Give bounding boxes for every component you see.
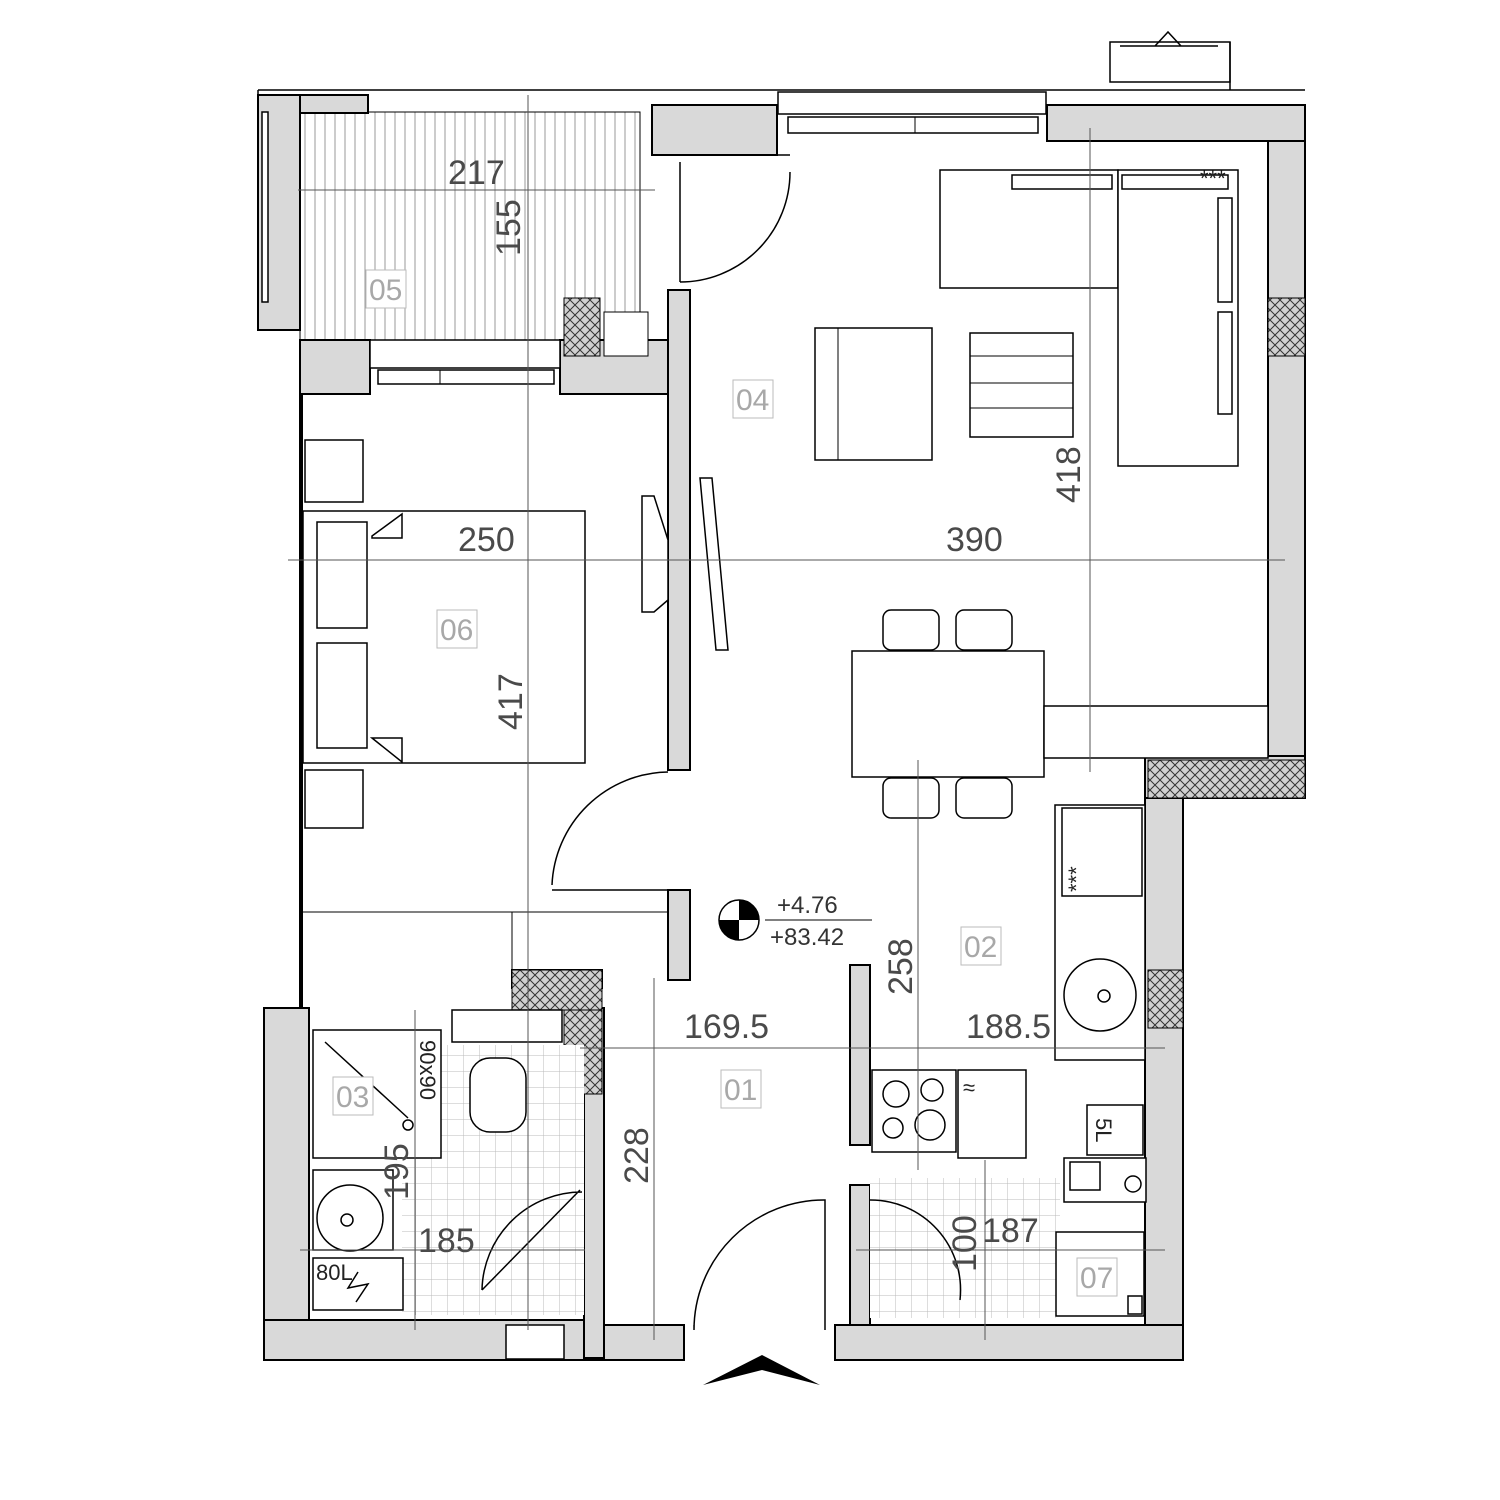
room-05-label: 05 (369, 274, 402, 307)
bedroom-furniture (302, 439, 668, 970)
boiler-label: 80L (316, 1260, 353, 1285)
living-furniture (641, 169, 1269, 819)
dim-balcony-width: 217 (448, 154, 505, 192)
entrance-arrow-icon (703, 1355, 820, 1385)
dim-storage-width: 187 (982, 1212, 1039, 1250)
room-01-label: 01 (724, 1074, 757, 1107)
level-relative: +4.76 (777, 892, 838, 919)
level-absolute: +83.42 (770, 924, 844, 951)
room-03-label: 03 (336, 1081, 369, 1114)
dim-kitchen-width: 188.5 (966, 1008, 1051, 1046)
level-marker: +4.76 +83.42 (718, 892, 872, 951)
dim-living-width: 390 (946, 521, 1003, 559)
windows (261, 91, 1047, 385)
room-04-label: 04 (736, 384, 769, 417)
columns (511, 297, 1306, 1095)
dim-balcony-height: 155 (490, 199, 528, 256)
kitchen-units (871, 804, 1147, 1317)
dim-hall-width: 169.5 (684, 1008, 769, 1046)
room-06-label: 06 (440, 614, 473, 647)
dim-kitchen-height: 258 (882, 938, 920, 995)
shower-size-label: 90x90 (415, 1040, 440, 1100)
heater-label: 5L (1091, 1118, 1116, 1142)
dim-bath-height: 195 (378, 1143, 416, 1200)
dim-storage-height: 100 (946, 1215, 984, 1272)
room-07-label: 07 (1080, 1262, 1113, 1295)
dimension-labels: 217 155 250 417 390 418 258 169.5 188.5 … (378, 154, 1088, 1272)
fridge-label: ≈ (963, 1075, 975, 1100)
room-labels: 05 04 06 02 01 03 07 (332, 269, 1118, 1297)
dim-entrance-height: 228 (618, 1127, 656, 1184)
stove-label: *** (1064, 866, 1089, 892)
room-02-label: 02 (964, 931, 997, 964)
dim-living-height: 418 (1050, 446, 1088, 503)
dim-bedroom-width: 250 (458, 521, 515, 559)
fixture-labels: 80L 90x90 5L *** ≈ *** (316, 166, 1226, 1285)
dim-bath-width: 185 (418, 1222, 475, 1260)
dimension-lines (288, 95, 1285, 1340)
storage-tiles (870, 1178, 1060, 1318)
tv-label: *** (1200, 166, 1226, 191)
doors (481, 154, 962, 1331)
bathroom-fixtures (312, 1009, 565, 1360)
dim-bedroom-height: 417 (492, 673, 530, 730)
